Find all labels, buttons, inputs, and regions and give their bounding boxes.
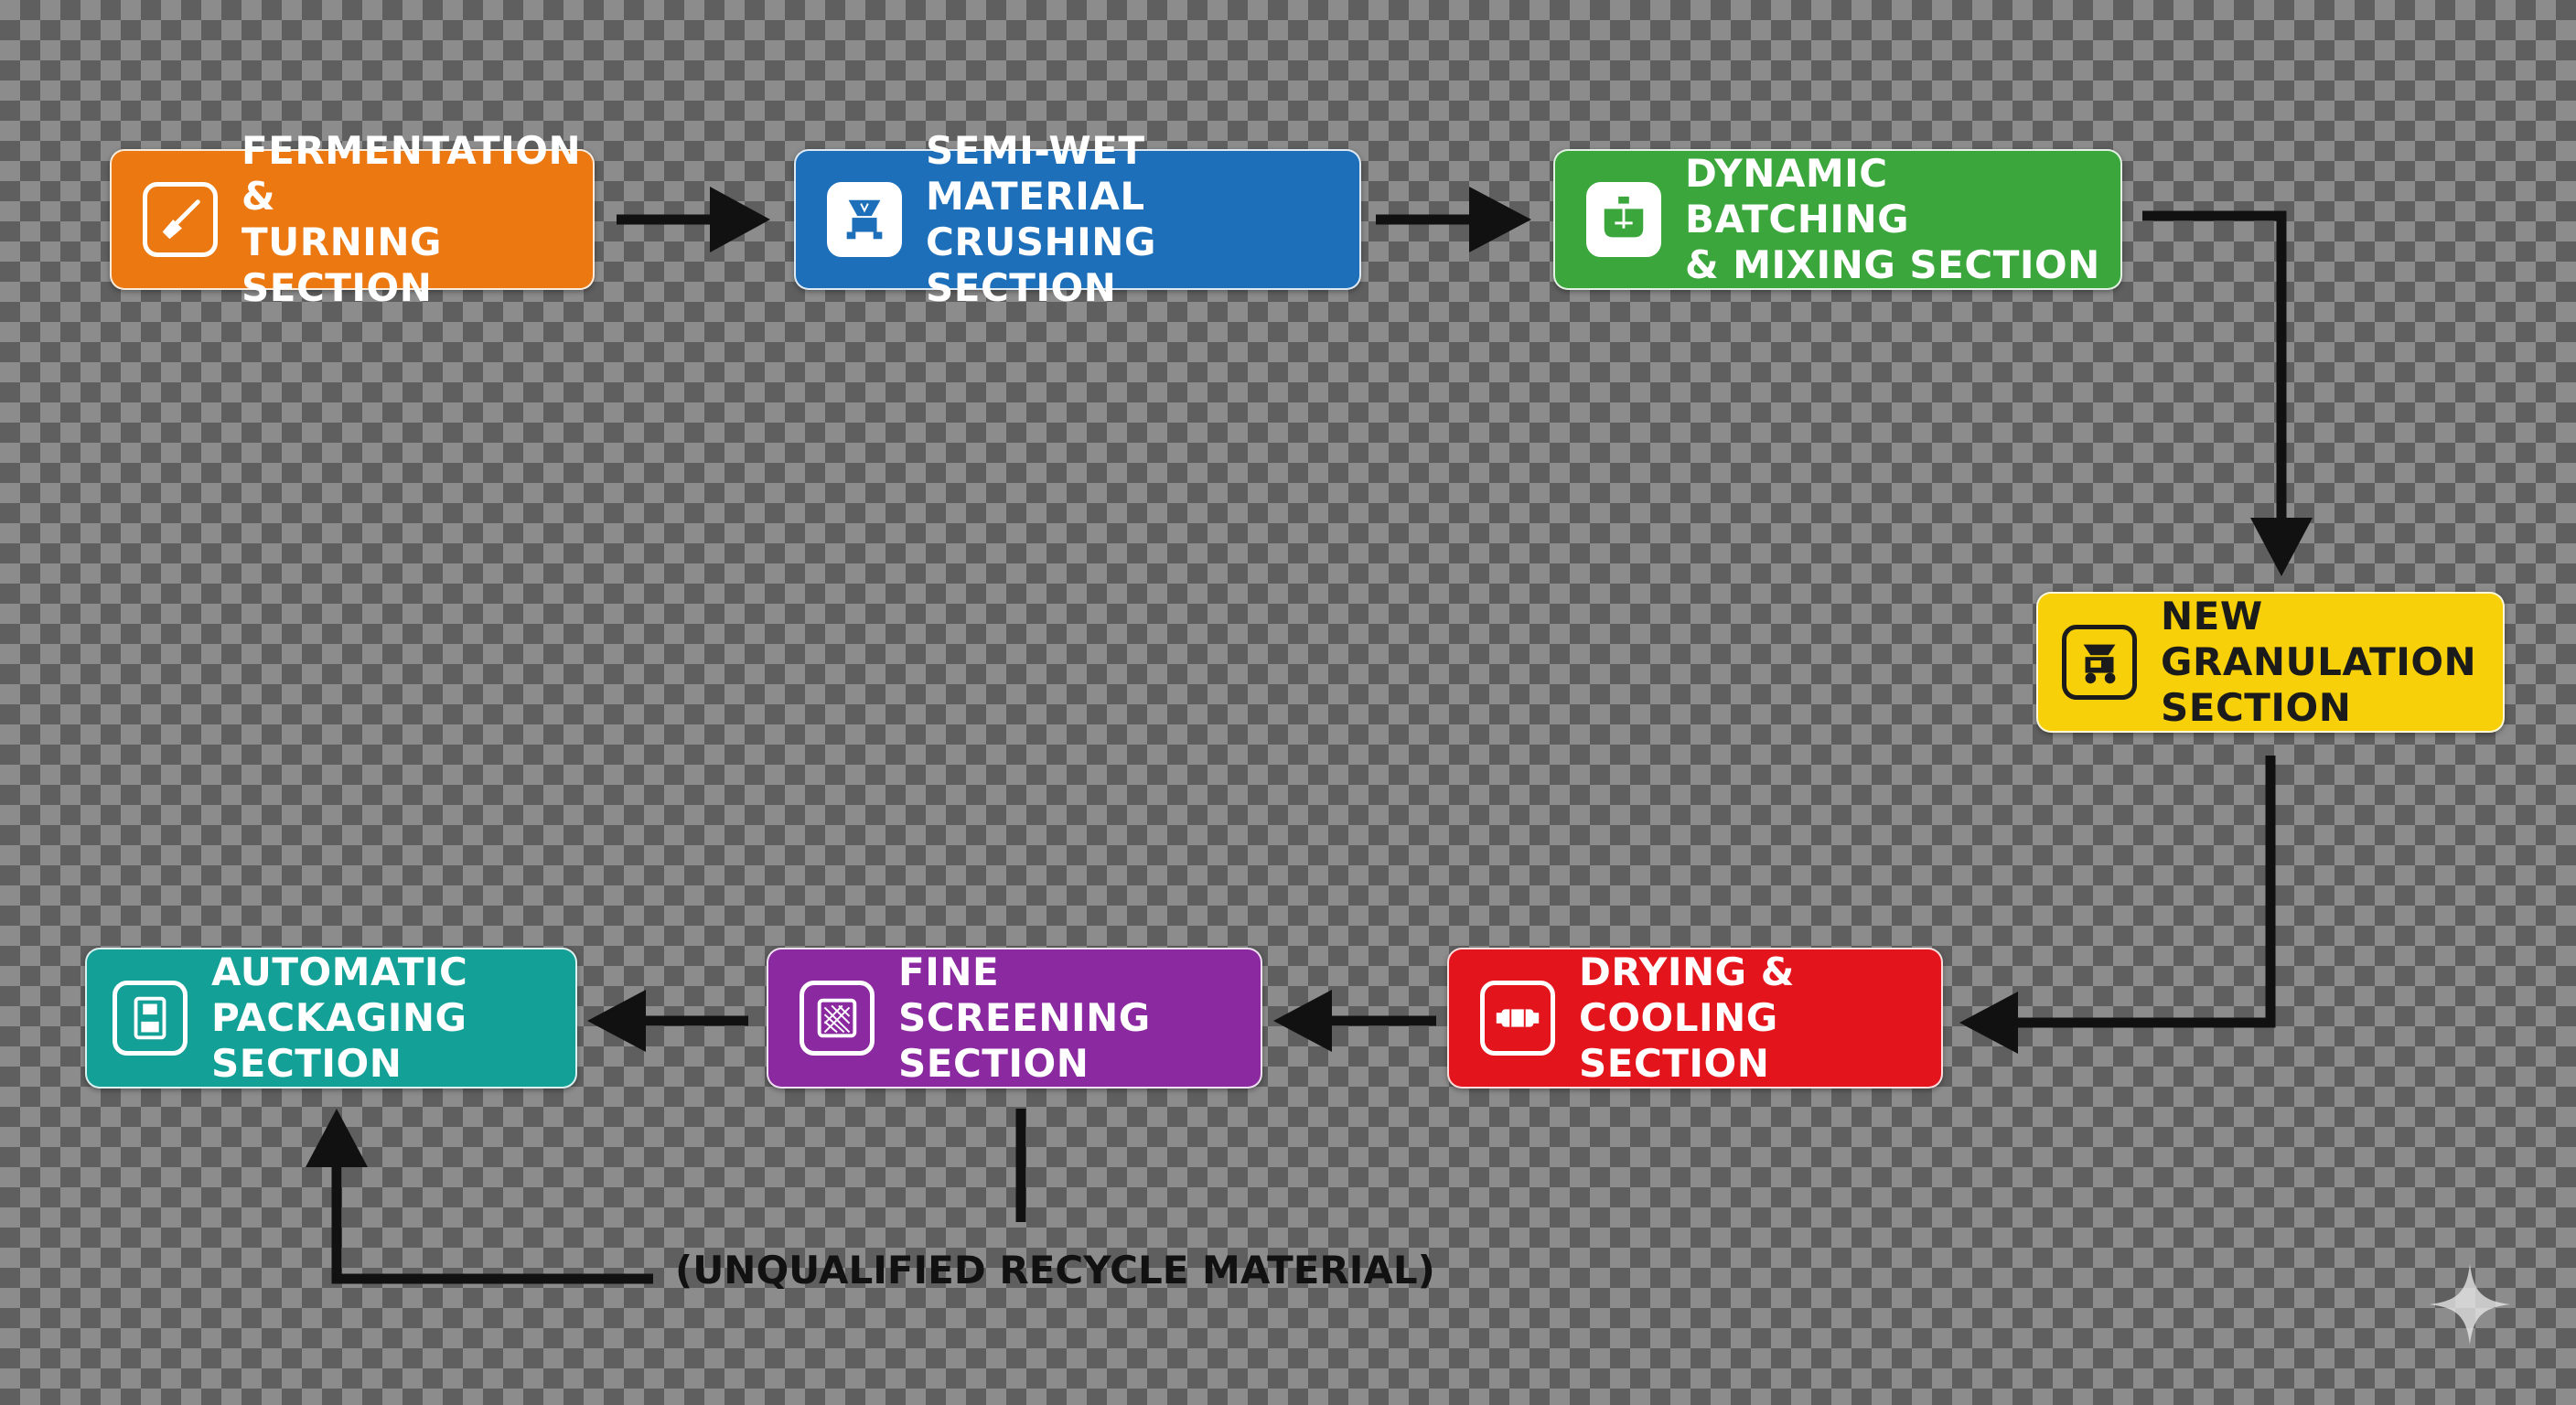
stage-label: SEMI-WET MATERIAL CRUSHING SECTION [926,128,1156,310]
arrow-crushing-to-mixing [1376,187,1531,252]
stage-automatic-packaging: AUTOMATIC PACKAGING SECTION [85,948,577,1089]
crusher-icon [827,182,902,257]
stage-drying-cooling: DRYING & COOLING SECTION [1447,948,1943,1089]
granulator-icon [2062,625,2137,700]
stage-label: AUTOMATIC PACKAGING SECTION [211,949,468,1086]
rotary-drum-icon [1480,981,1555,1056]
arrow-screening-to-packaging [587,990,748,1052]
stage-batching-mixing: DYNAMIC BATCHING & MIXING SECTION [1553,149,2122,290]
arrow-fermentation-to-crushing [617,187,770,252]
stage-label: FERMENTATION & TURNING SECTION [242,128,582,310]
shovel-icon [143,182,218,257]
packaging-machine-icon [113,981,188,1056]
stage-semi-wet-crushing: SEMI-WET MATERIAL CRUSHING SECTION [794,128,1361,310]
screen-mesh-icon [800,981,875,1056]
stage-label: DRYING & COOLING SECTION [1579,949,1795,1086]
arrow-granulation-to-drying [1959,756,2276,1054]
stage-label: FINE SCREENING SECTION [898,949,1151,1086]
mixer-icon [1586,182,1661,257]
arrow-mixing-to-granulation [2142,210,2313,576]
arrow-drying-to-screening [1273,990,1436,1052]
stage-fermentation-turning: FERMENTATION & TURNING SECTION [110,128,595,310]
recycle-connector [306,1109,1026,1284]
stage-new-granulation: NEW GRANULATION SECTION [2036,592,2505,733]
recycle-material-label: (UNQUALIFIED RECYCLE MATERIAL) [675,1248,1435,1292]
stage-label: NEW GRANULATION SECTION [2161,594,2477,730]
stage-label: DYNAMIC BATCHING & MIXING SECTION [1685,151,2100,287]
sparkle-watermark-icon [2429,1263,2511,1346]
stage-fine-screening: FINE SCREENING SECTION [767,948,1262,1089]
